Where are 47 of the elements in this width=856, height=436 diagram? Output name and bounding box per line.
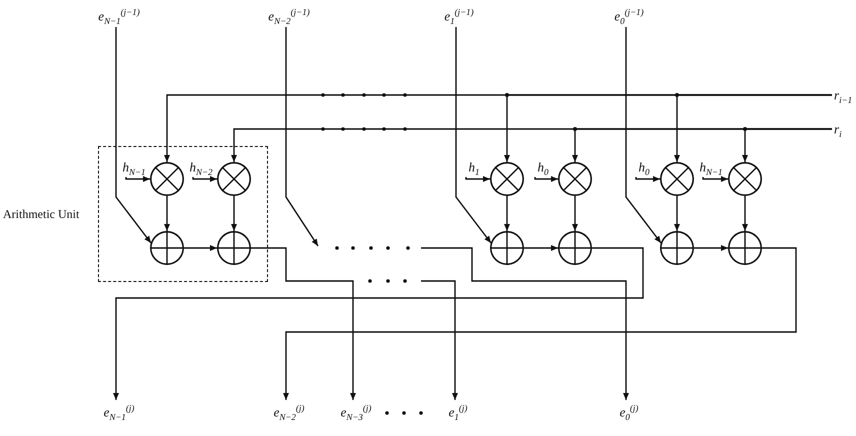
multiplier-symbol — [558, 162, 592, 196]
arrow — [504, 196, 510, 231]
math-label: h$_{N−2}$ — [189, 160, 213, 174]
arrow — [184, 245, 217, 251]
arrow — [742, 196, 748, 231]
math-label: h$_{0}$ — [538, 160, 548, 174]
math-label: h$_{N−1}$ — [699, 160, 723, 174]
arrow — [113, 247, 644, 400]
arrow — [674, 196, 680, 231]
arrow — [674, 94, 832, 162]
adder-symbol — [660, 231, 694, 265]
math-label: h$_{0}$ — [638, 160, 650, 174]
arrow — [635, 176, 660, 182]
math-label: r$_{i−1}$ — [834, 88, 852, 102]
arrow — [421, 247, 629, 400]
adder-symbol — [558, 231, 592, 265]
math-label: h$_{1}$ — [468, 160, 480, 174]
arrow — [251, 247, 356, 400]
math-label: h$_{N−1}$ — [122, 160, 146, 174]
arrow — [455, 27, 492, 244]
arrow — [702, 176, 728, 182]
unit-label: Arithmetic Unit — [3, 208, 80, 220]
arrow — [231, 196, 237, 231]
arrow — [625, 27, 662, 244]
multiplier-symbol — [728, 162, 762, 196]
arrow — [421, 280, 458, 400]
arrow — [285, 27, 319, 246]
adder-symbol — [728, 231, 762, 265]
adder-symbol — [150, 231, 184, 265]
arrow — [572, 196, 578, 231]
multiplier-symbol — [150, 162, 184, 196]
adder-symbol — [217, 231, 251, 265]
arrow — [125, 176, 150, 182]
arrow — [115, 27, 152, 244]
adder-symbol — [490, 231, 524, 265]
arrow — [534, 176, 558, 182]
multiplier-symbol — [660, 162, 694, 196]
arrow — [283, 247, 797, 400]
arrow — [694, 245, 728, 251]
arrow — [742, 128, 832, 162]
multiplier-symbol — [490, 162, 524, 196]
math-label: r$_{i}$ — [834, 122, 842, 136]
arrow — [192, 176, 217, 182]
multiplier-symbol — [217, 162, 251, 196]
arrow — [524, 245, 558, 251]
arrow — [465, 176, 490, 182]
arrow — [164, 196, 170, 231]
